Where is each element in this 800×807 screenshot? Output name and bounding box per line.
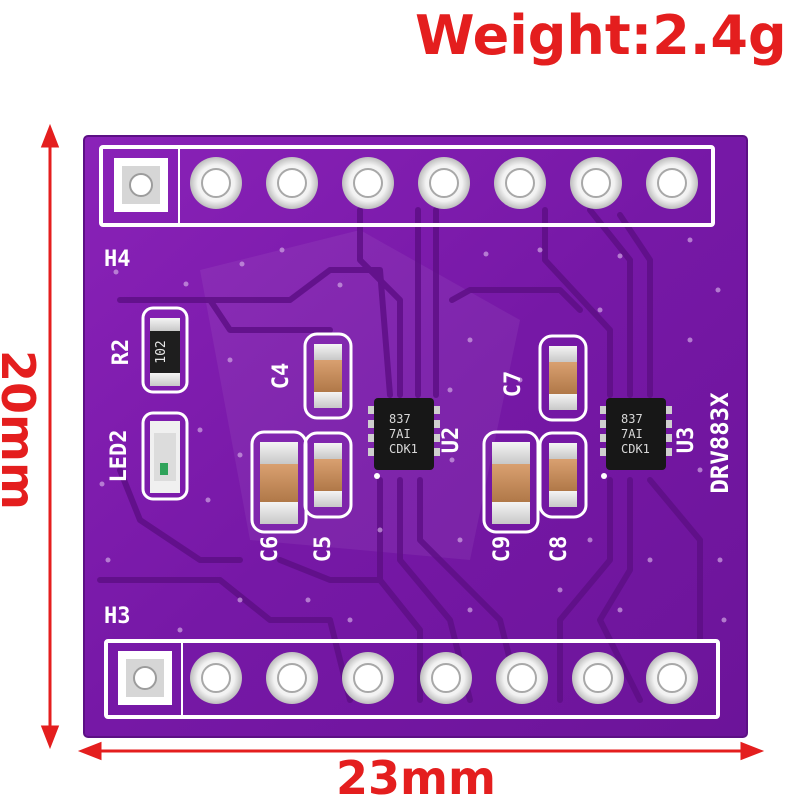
label-h4: H4 xyxy=(104,247,131,272)
chip-u2-marking-1: 837 xyxy=(389,412,411,426)
label-u3: U3 xyxy=(674,427,699,454)
resistor-marking: 102 xyxy=(154,340,169,363)
capacitor-c5 xyxy=(303,431,353,519)
header-h4 xyxy=(99,145,715,227)
capacitor-c9 xyxy=(482,430,540,534)
capacitor-c7 xyxy=(538,334,588,422)
label-h3: H3 xyxy=(104,604,131,629)
chip-u2-marking-3: CDK1 xyxy=(389,442,418,456)
led-led2 xyxy=(141,411,189,501)
chip-u2-marking-2: 7AI xyxy=(389,427,411,441)
label-c5: C5 xyxy=(311,536,336,563)
width-annotation: 23mm xyxy=(336,751,496,805)
capacitor-c8 xyxy=(538,431,588,519)
header-h3-pins xyxy=(190,652,698,704)
width-dimension-line xyxy=(77,741,765,761)
label-part-name: DRV883X xyxy=(706,392,734,494)
label-led2: LED2 xyxy=(107,430,132,483)
chip-u2: 837 7AI CDK1 xyxy=(368,398,440,479)
header-h4-pins xyxy=(190,157,698,209)
height-dimension-line xyxy=(40,123,60,750)
pcb-vias xyxy=(99,237,727,633)
label-r2: R2 xyxy=(109,339,134,366)
label-c6: C6 xyxy=(258,536,283,563)
label-u2: U2 xyxy=(439,427,464,454)
chip-u3-marking-3: CDK1 xyxy=(621,442,650,456)
chip-u3-marking-2: 7AI xyxy=(621,427,643,441)
label-c4: C4 xyxy=(269,363,294,390)
label-c7: C7 xyxy=(501,371,526,398)
capacitor-c6 xyxy=(250,430,308,534)
label-c8: C8 xyxy=(547,536,572,563)
weight-annotation: Weight:2.4g xyxy=(415,4,787,67)
label-c9: C9 xyxy=(490,536,515,563)
resistor-r2: 102 xyxy=(141,306,189,394)
header-h3 xyxy=(104,639,720,719)
chip-u3: 837 7AI CDK1 xyxy=(600,398,672,479)
chip-u3-marking-1: 837 xyxy=(621,412,643,426)
capacitor-c4 xyxy=(303,332,353,420)
